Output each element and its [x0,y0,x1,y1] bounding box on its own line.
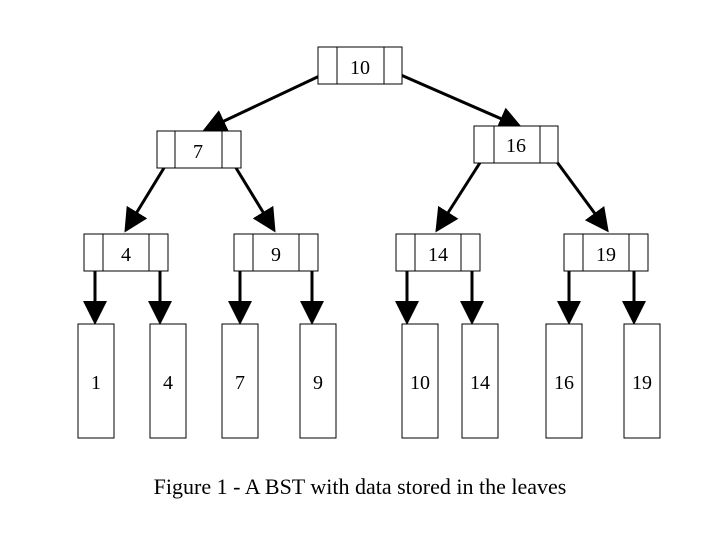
leaf-4-value: 4 [163,372,173,394]
node-14-box [395,233,481,272]
leaf-7-value: 7 [235,372,245,394]
node-9: 9 [233,233,319,272]
leaf-14-box [461,323,499,439]
node-root: 10 [317,46,403,85]
leaf-10-box [401,323,439,439]
node-14: 14 [395,233,481,272]
leaf-nodes: 1 4 7 9 10 14 [77,323,661,439]
node-9-box [233,233,319,272]
leaf-7-box [221,323,259,439]
node-19-box [563,233,649,272]
leaf-14-value: 14 [470,372,490,394]
node-9-key: 9 [271,244,281,266]
leaf-16: 16 [545,323,583,439]
edges [83,70,646,325]
node-root-key: 10 [350,57,370,79]
leaf-1: 1 [77,323,115,439]
leaf-9: 9 [299,323,337,439]
node-root-box [317,46,403,85]
node-14-key: 14 [428,244,448,266]
leaf-14: 14 [461,323,499,439]
node-19: 19 [563,233,649,272]
leaf-19: 19 [623,323,661,439]
leaf-1-box [77,323,115,439]
leaf-10-value: 10 [410,372,430,394]
leaf-9-box [299,323,337,439]
edge-root-to-7 [202,70,329,132]
node-7-box [156,130,242,169]
leaf-10: 10 [401,323,439,439]
leaf-19-box [623,323,661,439]
edge-7-to-9 [231,162,276,233]
node-19-key: 19 [596,244,616,266]
leaf-1-value: 1 [91,372,101,394]
leaf-4-box [149,323,187,439]
node-7-key: 7 [193,141,203,163]
edge-7-to-4 [124,162,169,233]
node-16-key: 16 [506,135,526,157]
node-7: 7 [156,130,242,169]
node-16-box [473,125,559,164]
leaf-9-value: 9 [313,372,323,394]
leaf-4: 4 [149,323,187,439]
leaf-16-value: 16 [554,372,574,394]
node-4-key: 4 [121,244,131,266]
leaf-7: 7 [221,323,259,439]
edge-16-to-19 [552,157,609,233]
node-4-box [83,233,169,272]
edge-root-to-16 [393,70,523,130]
figure-caption: Figure 1 - A BST with data stored in the… [153,474,567,499]
node-4: 4 [83,233,169,272]
node-16: 16 [473,125,559,164]
edge-16-to-14 [435,157,485,233]
leaf-19-value: 19 [632,372,652,394]
leaf-16-box [545,323,583,439]
